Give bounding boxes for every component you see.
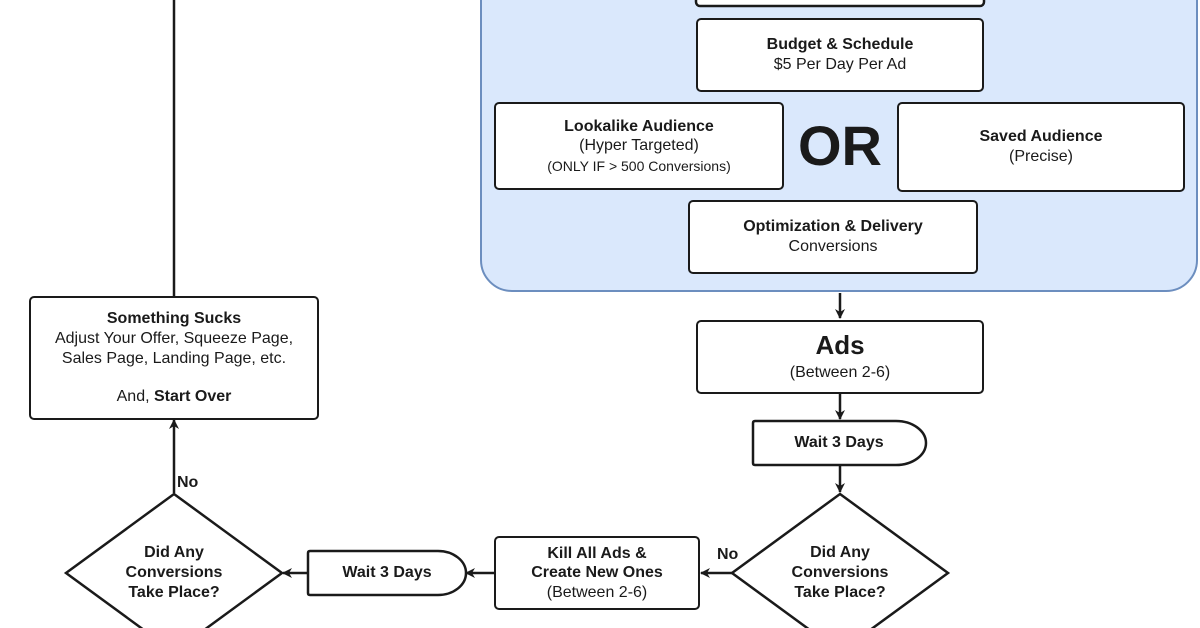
something-title: Something Sucks (106, 310, 242, 328)
no-label-right: No (717, 546, 739, 563)
something-line3-prefix: And, (116, 388, 154, 406)
saved-title: Saved Audience (979, 128, 1103, 146)
wait-left-label: Wait 3 Days (342, 564, 432, 581)
lookalike-title: Lookalike Audience (564, 117, 714, 135)
top-cutoff-box (694, 0, 986, 8)
decision-left-line2: Conversions (125, 563, 223, 581)
lookalike-audience-box: Lookalike Audience (Hyper Targeted) (ONL… (494, 102, 784, 190)
wait-right-label: Wait 3 Days (794, 434, 884, 451)
something-sucks-box: Something Sucks Adjust Your Offer, Squee… (29, 296, 319, 420)
something-line3-bold: Start Over (153, 388, 232, 406)
lookalike-subtitle: (Hyper Targeted) (579, 137, 699, 155)
something-line1: Adjust Your Offer, Squeeze Page, (54, 329, 294, 347)
ads-title: Ads (815, 330, 865, 361)
ads-box: Ads (Between 2-6) (696, 320, 984, 394)
kill-line2: Create New Ones (531, 564, 663, 582)
ads-subtitle: (Between 2-6) (789, 364, 891, 382)
saved-audience-box: Saved Audience (Precise) (897, 102, 1185, 192)
wait-left-shape (306, 549, 468, 597)
wait-right-shape (751, 419, 928, 467)
saved-subtitle: (Precise) (1008, 148, 1073, 165)
optimization-title: Optimization & Delivery (743, 218, 923, 236)
decision-right-diamond (729, 492, 951, 628)
optimization-subtitle: Conversions (788, 238, 878, 255)
optimization-delivery-box: Optimization & Delivery Conversions (688, 200, 978, 274)
kill-line3: (Between 2-6) (546, 583, 648, 601)
decision-left-text: Did Any Conversions Take Place? (94, 543, 254, 602)
kill-line1: Kill All Ads & (547, 544, 647, 562)
decision-left-line3: Take Place? (128, 583, 220, 601)
budget-schedule-box: Budget & Schedule $5 Per Day Per Ad (696, 18, 984, 92)
or-label: OR (798, 114, 882, 177)
kill-all-ads-box: Kill All Ads & Create New Ones (Between … (494, 536, 700, 610)
something-line2: Sales Page, Landing Page, etc. (61, 349, 287, 367)
decision-left-diamond (63, 492, 285, 628)
no-label-left: No (177, 474, 199, 491)
decision-right-text: Did Any Conversions Take Place? (760, 543, 920, 602)
budget-subtitle: $5 Per Day Per Ad (773, 56, 907, 73)
lookalike-note: (ONLY IF > 500 Conversions) (547, 157, 731, 174)
decision-right-line1: Did Any (810, 544, 870, 561)
budget-title: Budget & Schedule (766, 36, 914, 54)
decision-left-line1: Did Any (144, 544, 204, 561)
decision-right-line2: Conversions (791, 563, 889, 581)
something-line3: And, Start Over (117, 387, 232, 407)
decision-right-line3: Take Place? (794, 583, 886, 601)
